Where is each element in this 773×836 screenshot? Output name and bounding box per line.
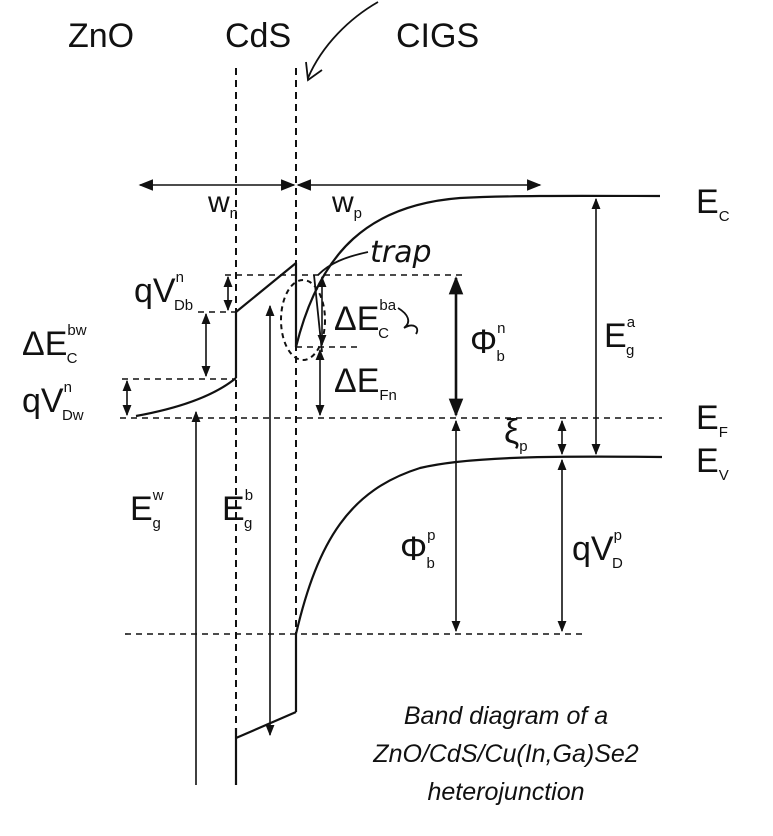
wn-label: wn: [207, 186, 238, 222]
handwritten-arrowhead: [305, 61, 323, 82]
caption-line-3: heterojunction: [427, 778, 584, 806]
cds-conduction-band: [235, 262, 297, 313]
cds-layer-label: CdS: [225, 17, 291, 55]
trap-pointer: [317, 251, 369, 276]
handwritten-squiggle: [397, 307, 419, 335]
cigs-layer-label: CIGS: [396, 17, 479, 55]
cigs-conduction-band: [294, 194, 661, 348]
wp-label: wp: [331, 186, 362, 222]
xi-p-label: ξp: [504, 413, 528, 455]
ec-label: EC: [696, 183, 730, 225]
caption-line-1: Band diagram of a: [404, 702, 608, 730]
delta-efn-label: ΔEFn: [334, 362, 397, 404]
ev-label: EV: [696, 442, 729, 484]
handwritten-interface-arrow: [307, 1, 379, 79]
zno-layer-label: ZnO: [68, 17, 134, 55]
cds-valence-band: [235, 710, 297, 740]
trap-label: trap: [370, 235, 432, 270]
ef-label: EF: [696, 399, 728, 441]
cigs-valence-band: [294, 455, 663, 635]
zno-conduction-band: [135, 377, 237, 418]
caption-line-2: ZnO/CdS/Cu(In,Ga)Se2: [372, 740, 638, 768]
